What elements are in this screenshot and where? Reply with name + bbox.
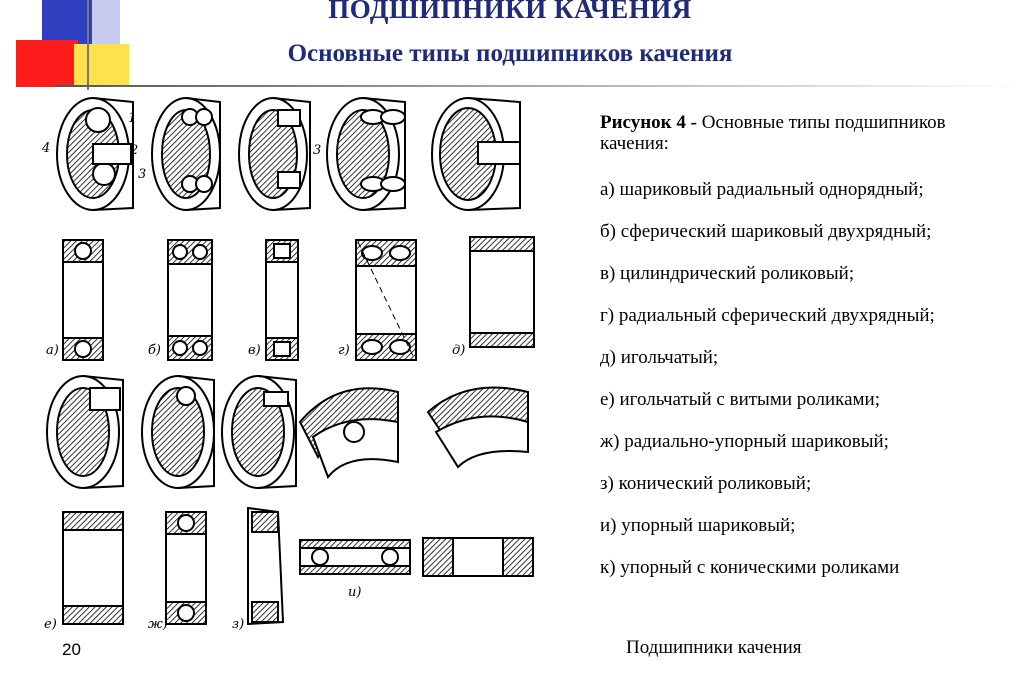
- list-item: в) цилиндрический роликовый;: [600, 263, 855, 284]
- caption-label: Рисунок 4 -: [600, 112, 697, 133]
- bearing-iso-a: [56, 97, 134, 211]
- section-f: [62, 511, 124, 625]
- header-divider: [55, 85, 1020, 87]
- bearing-iso-c: [238, 97, 311, 211]
- section-a: [62, 239, 104, 361]
- bearing-iso-d: [326, 97, 406, 211]
- section-i: [299, 539, 411, 575]
- part-number-4: 4: [41, 141, 50, 156]
- sub-label-i: и): [348, 585, 361, 600]
- list-item: е) игольчатый с витыми роликами;: [600, 389, 881, 410]
- list-item: д) игольчатый;: [600, 347, 719, 368]
- list-item: а) шариковый радиальный однорядный;: [600, 179, 924, 200]
- page-number: 20: [62, 640, 81, 659]
- list-item: ж) радиально-упорный шариковый;: [600, 431, 889, 452]
- part-number-2: 2: [129, 143, 138, 158]
- list-item: г) радиальный сферический двухрядный;: [600, 305, 935, 326]
- sub-label-e: е): [44, 617, 57, 632]
- section-b: [167, 239, 213, 361]
- decor-vertical-line: [87, 0, 89, 90]
- section-g: [165, 511, 207, 625]
- bearing-types-list: а) шариковый радиальный однорядный; б) с…: [600, 179, 1015, 599]
- section-d: [355, 239, 417, 361]
- figure-caption: Рисунок 4 - Основные типы подшипников ка…: [600, 112, 1015, 154]
- decor-square-yellow: [74, 44, 129, 87]
- list-item: и) упорный шариковый;: [600, 515, 796, 536]
- part-number-3: 3: [138, 167, 146, 182]
- bearing-iso-f: [46, 375, 124, 489]
- slide-title: ПОДШИПНИКИ КАЧЕНИЯ: [328, 0, 692, 24]
- bearing-iso-k: [426, 386, 529, 469]
- part-number-1: 1: [128, 111, 136, 126]
- decor-square-lightblue: [92, 0, 120, 44]
- bearing-iso-g: [141, 375, 215, 489]
- bearing-iso-i: [298, 387, 399, 479]
- bearing-figure: 1 2 3 4 3 а) б) в) г) д) е) ж) з) и): [41, 97, 535, 632]
- bearing-iso-e: [431, 97, 521, 211]
- list-item: з) конический роликовый;: [600, 473, 812, 494]
- list-item: б) сферический шариковый двухрядный;: [600, 221, 932, 242]
- section-c: [265, 239, 299, 361]
- sub-label-b: б): [148, 343, 161, 358]
- sub-label-v: в): [248, 343, 261, 358]
- sub-label-g: г): [338, 343, 350, 358]
- caption-text: Основные типы подшипников качения:: [600, 112, 946, 154]
- section-k: [422, 537, 534, 577]
- section-e: [469, 236, 535, 348]
- sub-label-z: з): [232, 617, 244, 632]
- decor-square-red: [16, 40, 78, 87]
- footer-text: Подшипники качения: [626, 637, 802, 658]
- list-item: к) упорный с коническими роликами: [600, 557, 900, 578]
- bearing-iso-b: [151, 97, 221, 211]
- sub-label-a: а): [46, 343, 59, 358]
- section-h: [247, 506, 285, 626]
- sub-label-d: д): [452, 343, 465, 358]
- sub-label-zh: ж): [148, 617, 168, 632]
- part-number-3b: 3: [313, 143, 321, 158]
- bearing-iso-h: [221, 375, 297, 489]
- slide-subtitle: Основные типы подшипников качения: [287, 40, 733, 67]
